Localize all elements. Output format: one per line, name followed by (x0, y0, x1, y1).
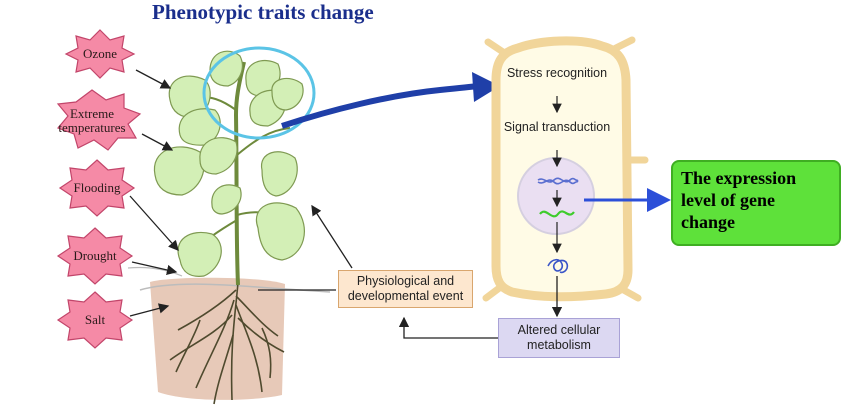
mrna-icon (539, 210, 575, 218)
protein-icon (547, 258, 569, 274)
plant-leaves (153, 50, 305, 277)
stressor-label-ozone: Ozone (83, 46, 117, 61)
stressor-stars (56, 29, 142, 349)
gene-expression-box: The expression level of gene change (671, 160, 841, 246)
physiological-event-box: Physiological and developmental event (338, 270, 473, 308)
dna-icon (537, 177, 579, 185)
plant-cell (482, 36, 649, 302)
star-ozone (64, 29, 136, 79)
pathway-arrows (258, 204, 563, 339)
soil-patch (127, 266, 331, 400)
star-extreme-temperatures (56, 89, 142, 151)
star-flooding (58, 159, 136, 217)
signal-transduction-label: Signal transduction (503, 120, 611, 134)
stressor-label-drought: Drought (73, 248, 117, 263)
star-salt (56, 291, 134, 349)
stressor-label-flooding: Flooding (73, 180, 121, 195)
stressor-label-extreme-temperatures: Extreme temperatures (58, 106, 126, 135)
stress-recognition-label: Stress recognition (506, 66, 608, 80)
plant-roots (169, 281, 285, 405)
nucleus (517, 157, 595, 235)
diagram-title: Phenotypic traits change (152, 0, 374, 24)
highlight-circle (202, 46, 316, 140)
zoom-arrow (281, 72, 500, 129)
stressor-arrows (129, 69, 179, 317)
stressor-label-salt: Salt (84, 312, 106, 327)
altered-metabolism-box: Altered cellular metabolism (498, 318, 620, 358)
star-drought (56, 227, 134, 285)
